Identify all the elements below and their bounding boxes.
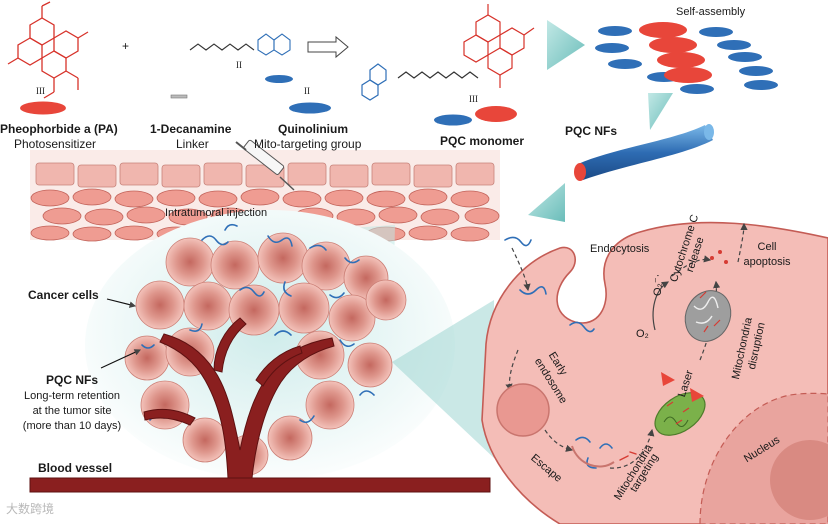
escape-arrow: [544, 429, 574, 452]
monomer-name: PQC monomer: [440, 134, 525, 148]
pheophorbide-structure: [7, 1, 89, 99]
decanamine-numeral: II: [236, 60, 242, 70]
teal-arrow-2: [648, 93, 673, 130]
o2-conversion-arrow: [652, 281, 670, 331]
pqc-nanofiber-tube: [574, 124, 714, 181]
monomer-red-icon: [475, 106, 517, 122]
pqc-monomer-structure: [361, 4, 535, 101]
quinolinium-numeral: II: [304, 86, 310, 96]
pa-block-icon: [20, 101, 66, 115]
escaping-vesicle: [571, 445, 615, 468]
decanamine-role: Linker: [176, 137, 209, 151]
monomer-numeral: III: [469, 94, 478, 104]
pa-role: Photosensitizer: [14, 137, 97, 151]
quinolinium-role: Mito-targeting group: [254, 137, 362, 151]
cancer-cells-label: Cancer cells: [28, 288, 99, 302]
quinolinium-small-icon: [265, 75, 293, 83]
syringe-icon: [235, 139, 295, 191]
retention-line-2: at the tumor site: [32, 405, 112, 417]
endocytosis-label: Endocytosis: [590, 243, 650, 255]
retention-line-3: (more than 10 days): [22, 420, 122, 432]
apoptosis-label-2: apoptosis: [743, 256, 791, 268]
blood-vessel: [29, 317, 491, 493]
laser-beam-icon-2: [690, 388, 704, 402]
mito-targeting-arrow: [609, 428, 655, 469]
blood-vessel-label: Blood vessel: [38, 461, 113, 475]
teal-arrow-3: [528, 183, 565, 222]
cytochrome-dots: [710, 250, 728, 264]
o2-label: O₂: [636, 328, 649, 340]
laser-beam-icon: [661, 372, 675, 386]
decanamine-structure: [189, 33, 291, 56]
apoptosis-arrow: [737, 222, 748, 263]
cancer-cells-arrow: [106, 298, 137, 308]
zoom-beam-cell: [392, 300, 494, 458]
teal-arrow-1: [547, 20, 585, 70]
decanamine-name: 1-Decanamine: [150, 122, 232, 136]
pqc-nfs-arrow: [100, 349, 141, 369]
pa-numeral: III: [36, 86, 45, 96]
o2-radical-label: O₂⁻·: [652, 273, 664, 296]
plus-sign: +: [122, 39, 130, 53]
self-assembly-stack: [595, 22, 778, 94]
injection-label: Intratumoral injection: [165, 207, 268, 219]
apoptosis-label-1: Cell: [757, 241, 777, 253]
cell-strand-fragments: [619, 451, 637, 461]
pa-name: Pheophorbide a (PA): [0, 122, 118, 136]
pqc-nfs-top-label: PQC NFs: [565, 124, 618, 138]
mitochondrion-green: [654, 392, 706, 436]
retention-line-1: Long-term retention: [24, 390, 120, 402]
reaction-arrow-icon: [307, 35, 349, 59]
mitochondrion-disrupted: [684, 290, 732, 342]
self-assembly-label: Self-assembly: [676, 6, 746, 18]
quinolinium-block-icon: [289, 102, 331, 114]
quinolinium-name: Quinolinium: [278, 122, 348, 136]
pqc-nfs-label: PQC NFs: [45, 373, 99, 387]
early-endosome: [496, 383, 550, 437]
monomer-blue-icon: [434, 114, 472, 126]
linker-block-icon: [170, 94, 188, 99]
watermark-text: 大数跨境: [6, 502, 55, 516]
